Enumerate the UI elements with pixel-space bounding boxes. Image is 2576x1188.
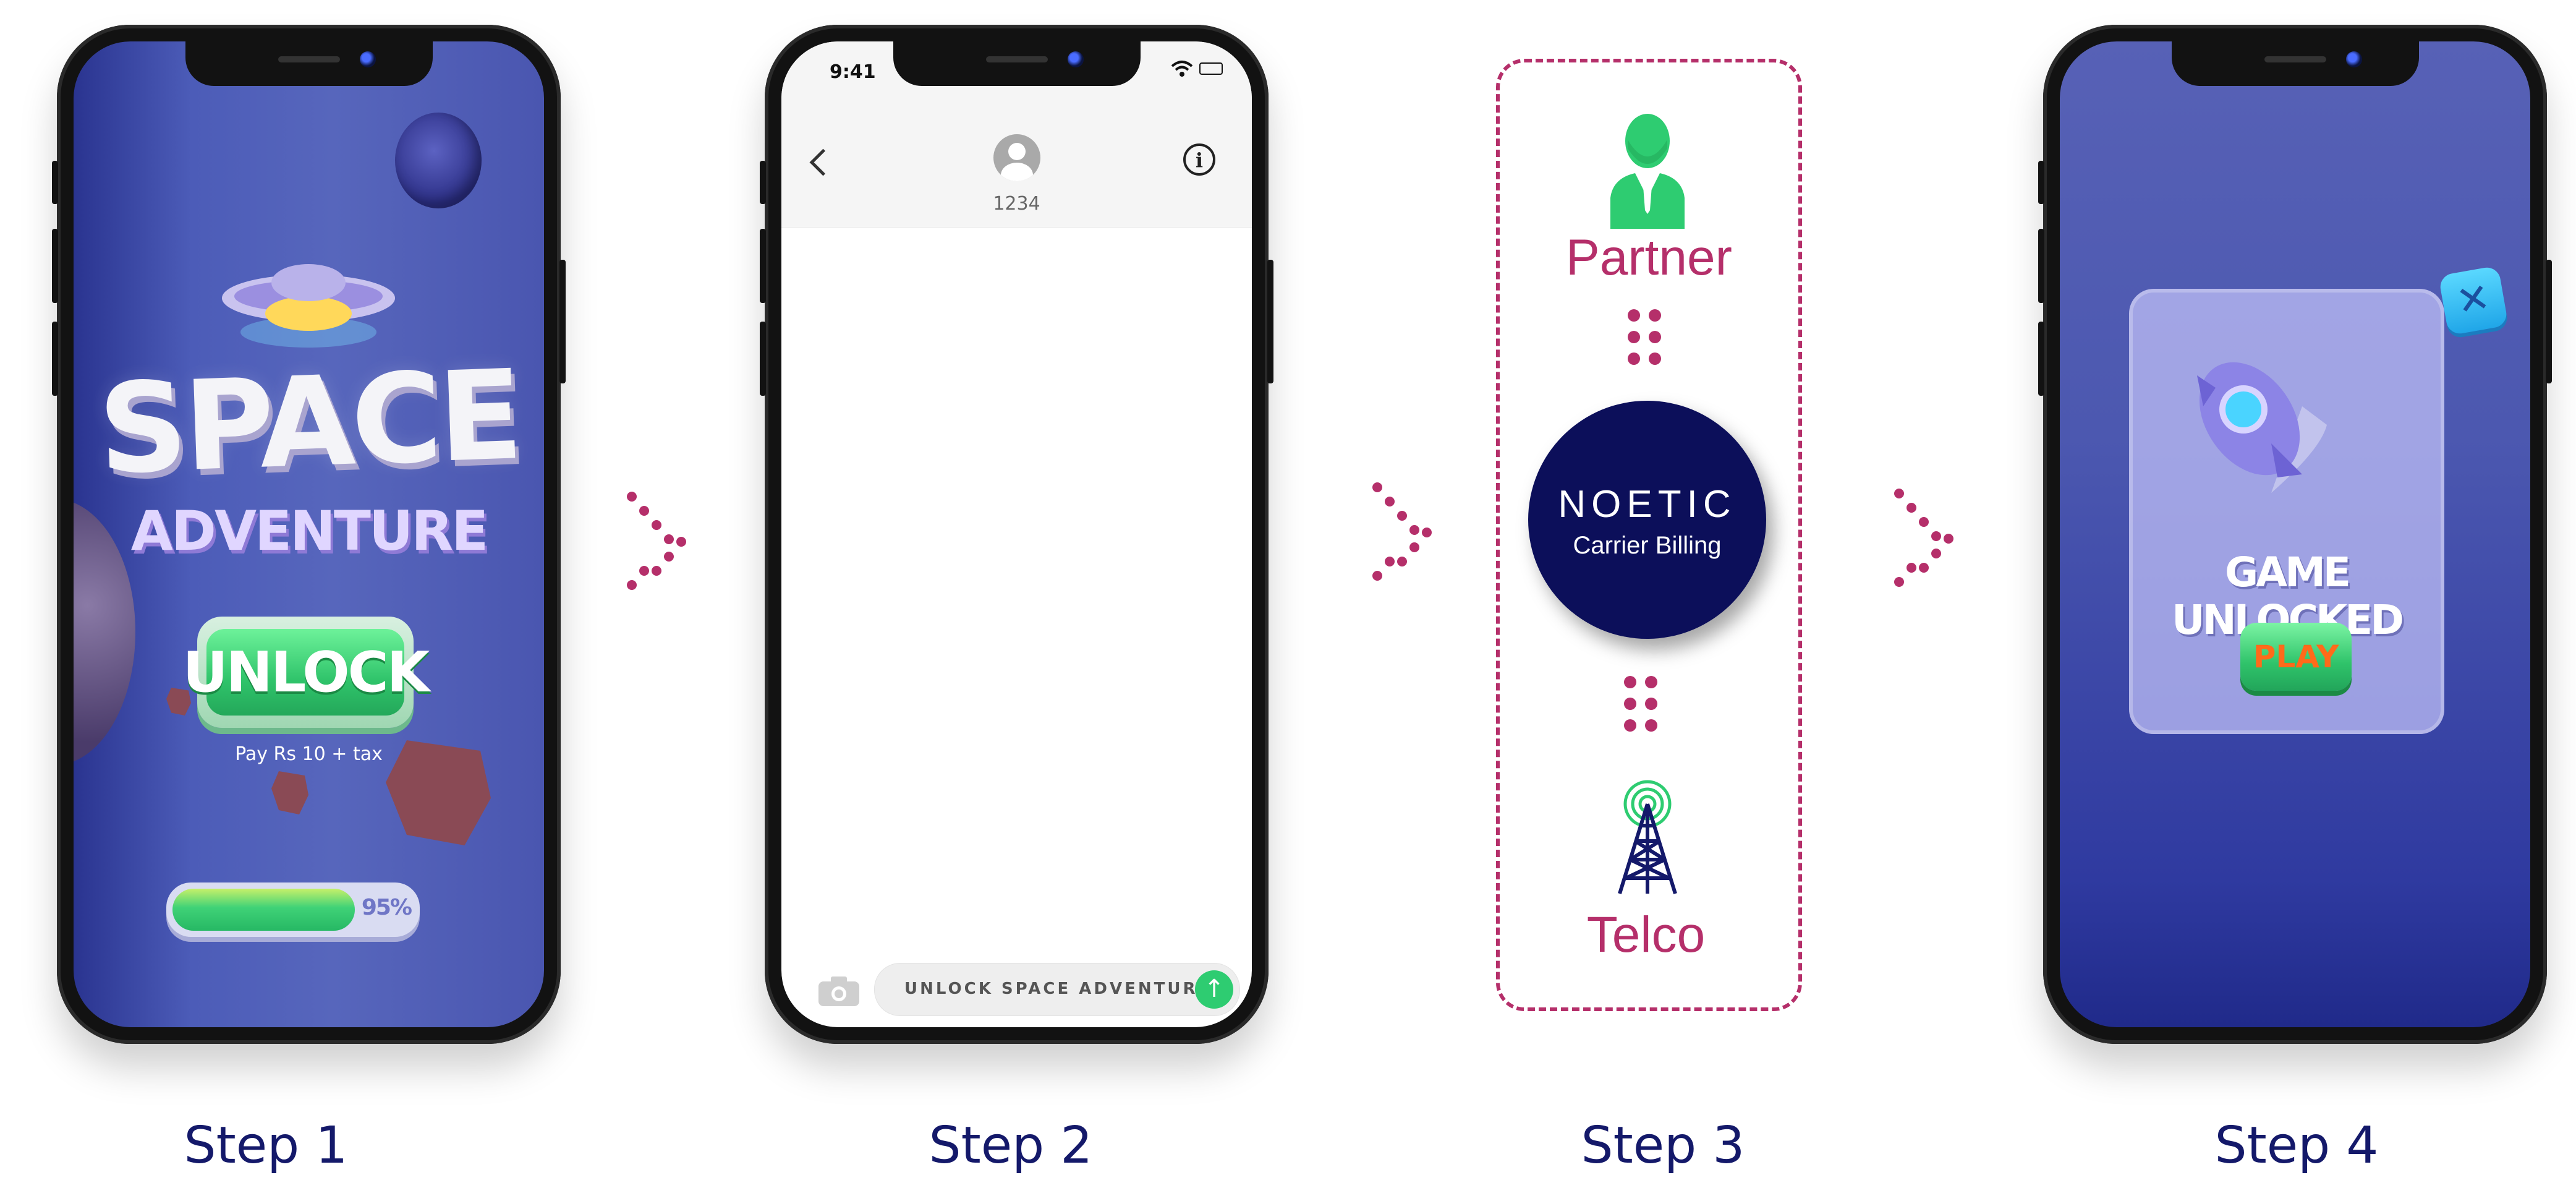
rock-icon [271, 771, 308, 814]
game-screen-step-4: GAME UNLOCKED PLAY ✕ [2060, 41, 2530, 1027]
phone-side-button [2038, 161, 2044, 204]
step-2-label: Step 2 [929, 1116, 1093, 1175]
phone-notch [2171, 41, 2419, 86]
billing-flow-box [1496, 59, 1802, 1011]
telco-tower-icon [1618, 780, 1677, 894]
phone-step-2: 9:41 1234 i UNLOCK SPACE ADVENTURE ↑ [760, 25, 1273, 1044]
rock-icon [166, 688, 191, 716]
play-button[interactable]: PLAY [2240, 623, 2352, 691]
partner-label: Partner [1566, 229, 1732, 286]
phone-side-button [2546, 260, 2552, 383]
progress-fill [172, 889, 355, 931]
rocket-icon [2197, 362, 2327, 493]
message-input[interactable]: UNLOCK SPACE ADVENTURE ↑ [874, 963, 1240, 1016]
unlocked-card: GAME UNLOCKED PLAY [2129, 289, 2444, 734]
camera-icon[interactable] [817, 975, 861, 1007]
phone-side-button [1267, 260, 1273, 383]
phone-side-button [760, 322, 766, 396]
unlock-button-label: UNLOCK [183, 629, 430, 716]
phone-side-button [52, 161, 58, 204]
phone-notch [893, 41, 1141, 86]
loading-progress-bar: 95% [166, 882, 420, 937]
game-screen-step-1: SPACE ADVENTURE UNLOCK Pay Rs 10 + tax 9… [74, 41, 544, 1027]
phone-side-button [2038, 322, 2044, 396]
step-3-label: Step 3 [1581, 1116, 1745, 1175]
phone-side-button [559, 260, 566, 383]
sms-screen: 9:41 1234 i UNLOCK SPACE ADVENTURE ↑ [781, 41, 1252, 1027]
hub-name: NOETIC [1558, 483, 1736, 526]
telco-label: Telco [1586, 907, 1706, 963]
wifi-icon [1171, 61, 1193, 77]
unlock-button[interactable]: UNLOCK [183, 617, 430, 728]
phone-side-button [52, 322, 58, 396]
phone-notch [185, 41, 433, 86]
phone-side-button [760, 229, 766, 303]
send-button[interactable]: ↑ [1195, 970, 1233, 1009]
hub-subtitle: Carrier Billing [1573, 532, 1722, 559]
contact-number: 1234 [993, 193, 1040, 215]
price-text: Pay Rs 10 + tax [235, 743, 383, 765]
info-icon[interactable]: i [1183, 143, 1215, 176]
message-text: UNLOCK SPACE ADVENTURE [904, 980, 1212, 998]
rock-icon [386, 740, 491, 845]
status-time: 9:41 [830, 61, 876, 83]
step-4-label: Step 4 [2214, 1116, 2379, 1175]
battery-icon [1199, 62, 1223, 75]
close-button[interactable]: ✕ [2438, 265, 2509, 336]
game-title: SPACE [96, 343, 522, 502]
ufo-icon [222, 264, 395, 348]
phone-step-1: SPACE ADVENTURE UNLOCK Pay Rs 10 + tax 9… [52, 25, 566, 1044]
contact-avatar [993, 134, 1040, 181]
moon-icon [395, 113, 482, 208]
phone-side-button [52, 229, 58, 303]
noetic-hub: NOETIC Carrier Billing [1528, 401, 1766, 639]
partner-person-icon [1610, 114, 1685, 229]
phone-side-button [760, 161, 766, 204]
progress-percent: 95% [361, 895, 412, 920]
game-subtitle: ADVENTURE [130, 499, 488, 563]
step-1-label: Step 1 [184, 1116, 348, 1175]
phone-step-4: GAME UNLOCKED PLAY ✕ [2038, 25, 2552, 1044]
phone-side-button [2038, 229, 2044, 303]
